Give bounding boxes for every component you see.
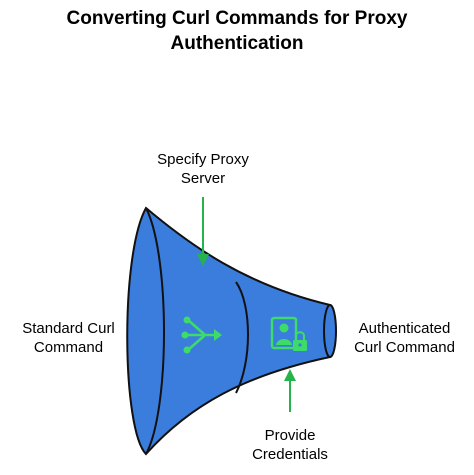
step2-arrow — [284, 369, 296, 412]
step2-label: Provide Credentials — [252, 427, 328, 463]
diagram-title: Converting Curl Commands for Proxy Authe… — [0, 6, 474, 56]
network-share-icon — [181, 316, 222, 354]
step1-arrow — [197, 197, 209, 266]
user-lock-icon — [270, 316, 307, 351]
funnel-divider — [235, 281, 249, 394]
title-line-1: Converting Curl Commands for Proxy — [66, 8, 408, 29]
step1-label: Specify Proxy Server — [157, 151, 249, 187]
funnel-mouth-edge — [145, 207, 165, 455]
funnel-end-cap — [323, 304, 337, 358]
title-line-2: Authentication — [170, 33, 304, 54]
input-label: Standard Curl Command — [22, 320, 115, 356]
output-label: Authenticated Curl Command — [354, 320, 455, 356]
funnel-body — [126, 206, 331, 456]
